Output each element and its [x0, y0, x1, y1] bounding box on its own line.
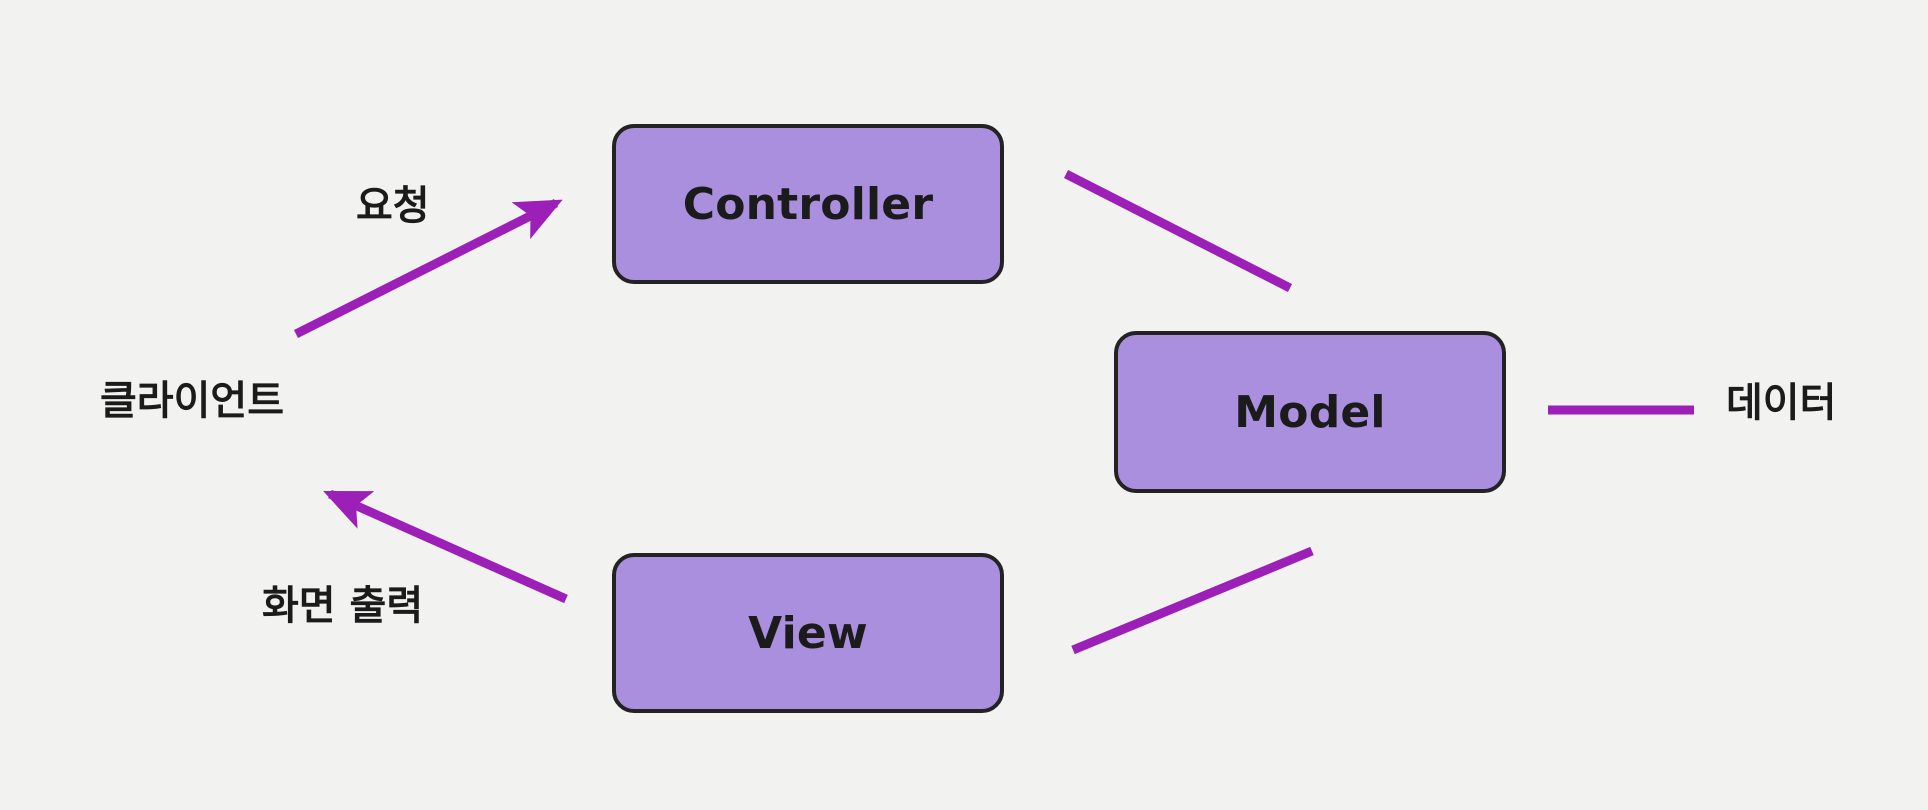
edge-label-screen-output: 화면 출력 [262, 583, 424, 629]
node-model-label: Model [1234, 386, 1386, 438]
node-model[interactable]: Model [1114, 331, 1506, 493]
edge-controller-to-model [1063, 169, 1293, 293]
edge-label-client: 클라이언트 [100, 378, 284, 424]
node-view-label: View [748, 607, 868, 659]
edge-label-data: 데이터 [1726, 380, 1837, 426]
edge-view-to-client [323, 489, 568, 604]
edge-model-to-view [1071, 546, 1314, 655]
edge-label-request: 요청 [356, 183, 430, 229]
node-view[interactable]: View [612, 553, 1004, 713]
edge-client-to-controller [293, 198, 563, 339]
node-controller-label: Controller [682, 178, 934, 230]
node-controller[interactable]: Controller [612, 124, 1004, 284]
